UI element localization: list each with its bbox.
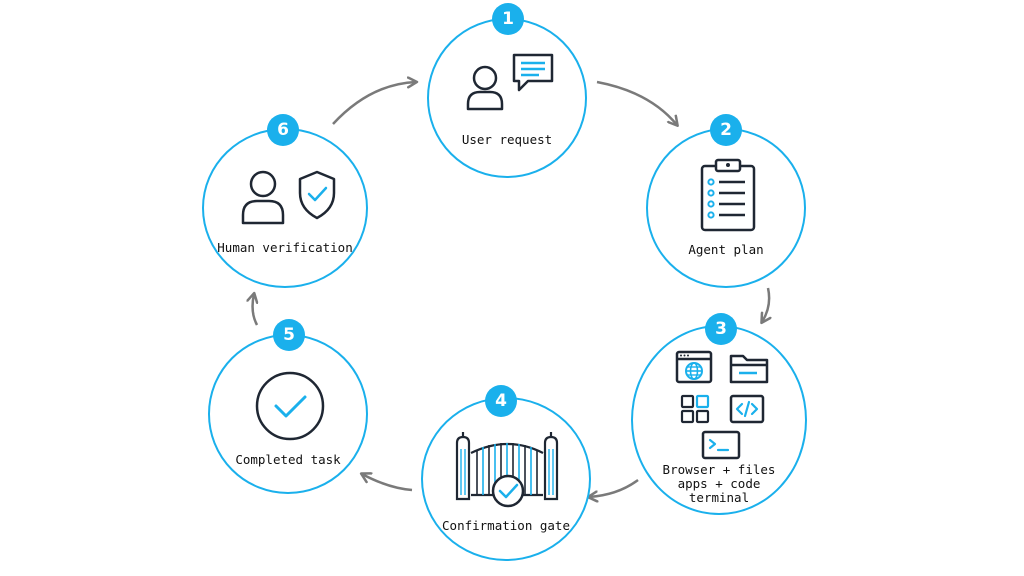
step-5-completed-task: Completed task <box>208 334 368 494</box>
step-5-badge: 5 <box>273 319 305 351</box>
step-6-badge: 6 <box>267 114 299 146</box>
gate-check-icon <box>455 432 559 508</box>
step-2-label: Agent plan <box>688 242 764 257</box>
step-3-badge: 3 <box>705 313 737 345</box>
terminal-icon <box>701 430 741 460</box>
step-3-tools: Browser + files apps + code terminal <box>631 325 807 515</box>
step-4-badge: 4 <box>485 385 517 417</box>
apps-grid-icon <box>680 394 710 424</box>
step-4-label: Confirmation gate <box>442 518 570 533</box>
folder-icon <box>729 354 769 384</box>
code-icon <box>729 394 765 424</box>
step-2-agent-plan: Agent plan <box>646 128 806 288</box>
step-3-label-line-3: terminal <box>688 490 750 505</box>
arrow-2-to-3 <box>762 287 769 322</box>
step-1-user-request: User request <box>427 18 587 178</box>
step-5-label: Completed task <box>235 452 341 467</box>
arrow-4-to-5 <box>362 474 413 492</box>
arrow-3-to-4 <box>589 478 639 497</box>
step-6-human-verification: Human verification <box>202 128 368 288</box>
check-circle-icon <box>255 371 325 441</box>
browser-globe-icon <box>675 350 713 384</box>
arrow-6-to-1 <box>332 82 416 125</box>
step-1-badge: 1 <box>492 3 524 35</box>
step-2-badge: 2 <box>710 114 742 146</box>
user-icon <box>466 65 504 111</box>
clipboard-checklist-icon <box>700 158 756 232</box>
user-icon <box>241 170 285 225</box>
shield-check-icon <box>298 170 336 220</box>
arrow-5-to-6 <box>253 294 257 326</box>
arrow-1-to-2 <box>596 80 677 125</box>
step-3-label: Browser + files apps + code terminal <box>633 463 805 505</box>
step-6-label: Human verification <box>217 240 353 255</box>
step-1-label: User request <box>461 132 553 147</box>
step-4-confirmation-gate: Confirmation gate <box>421 397 591 561</box>
chat-bubble-icon <box>512 53 554 92</box>
step-3-label-line-2: apps + code <box>677 476 761 491</box>
step-3-label-line-1: Browser + files <box>662 462 776 477</box>
